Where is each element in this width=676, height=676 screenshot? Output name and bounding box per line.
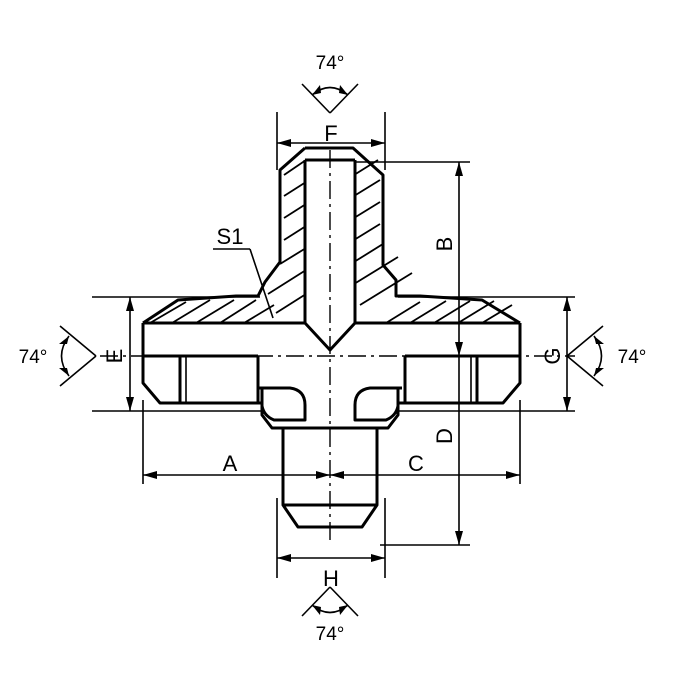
dimension-label-A: A bbox=[223, 451, 238, 476]
fitting-body bbox=[141, 146, 522, 529]
dimension-label-E: E bbox=[102, 349, 127, 364]
angle-label-left: 74° bbox=[19, 347, 48, 368]
dimension-label-S1: S1 bbox=[217, 224, 244, 249]
dimension-label-H: H bbox=[323, 566, 339, 591]
dimension-label-B: B bbox=[432, 237, 457, 252]
angle-label-top: 74° bbox=[316, 53, 345, 74]
angle-label-right: 74° bbox=[618, 347, 647, 368]
dimension-label-G: G bbox=[540, 347, 565, 364]
dimension-label-C: C bbox=[408, 451, 424, 476]
dimension-label-F: F bbox=[324, 121, 337, 146]
angle-label-bottom: 74° bbox=[316, 624, 345, 645]
angle-symbols bbox=[59, 83, 604, 617]
section-hatching bbox=[149, 159, 513, 324]
dimension-lines bbox=[92, 112, 575, 578]
dimension-label-D: D bbox=[432, 428, 457, 444]
